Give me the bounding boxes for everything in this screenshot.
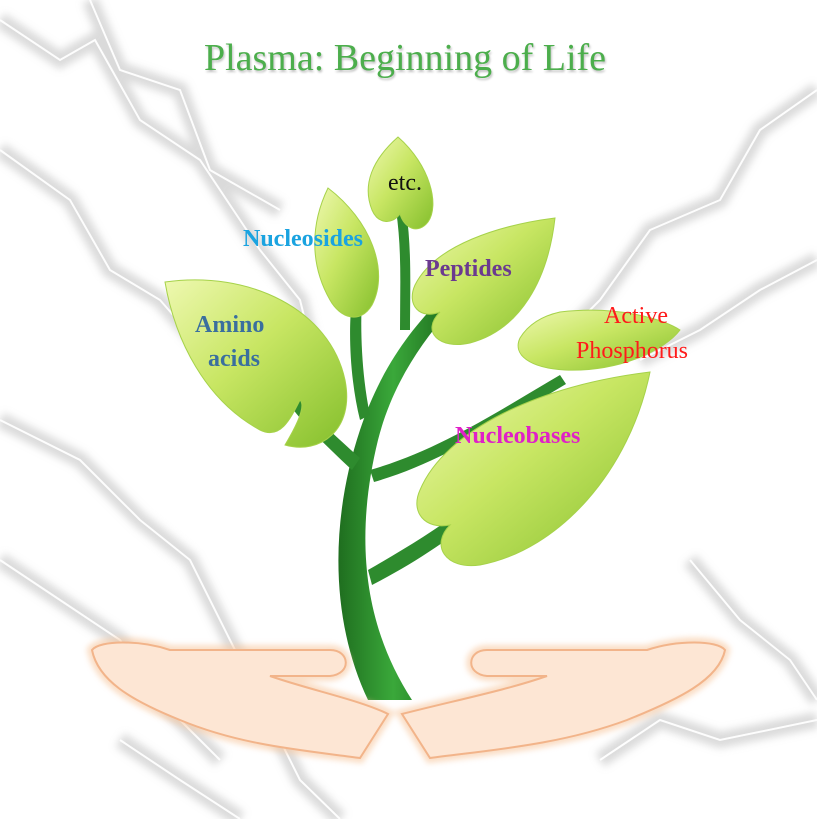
left-hand [90, 641, 390, 760]
label-nucleobases: Nucleobases [455, 423, 581, 449]
plant-icon [164, 136, 681, 700]
leaf-nucleosides [314, 187, 380, 318]
leaf-active-phosphorus [517, 309, 681, 371]
label-peptides: Peptides [425, 256, 512, 282]
right-hand [400, 641, 727, 760]
label-amino-line2: acids [208, 346, 261, 372]
plant-stem [338, 300, 448, 700]
label-amino-line1: Amino [195, 312, 265, 338]
page-title: Plasma: Beginning of Life [203, 37, 607, 79]
leaf-amino-acids [164, 279, 348, 448]
leaf-etc [367, 136, 434, 230]
label-active-line2: Phosphorus [576, 338, 689, 364]
hands-icon [86, 637, 731, 764]
label-active-line1: Active [604, 303, 668, 329]
label-etc: etc. [388, 170, 422, 196]
leaf-peptides [411, 217, 556, 345]
leaf-nucleobases [416, 371, 651, 567]
label-nucleosides: Nucleosides [243, 226, 363, 252]
